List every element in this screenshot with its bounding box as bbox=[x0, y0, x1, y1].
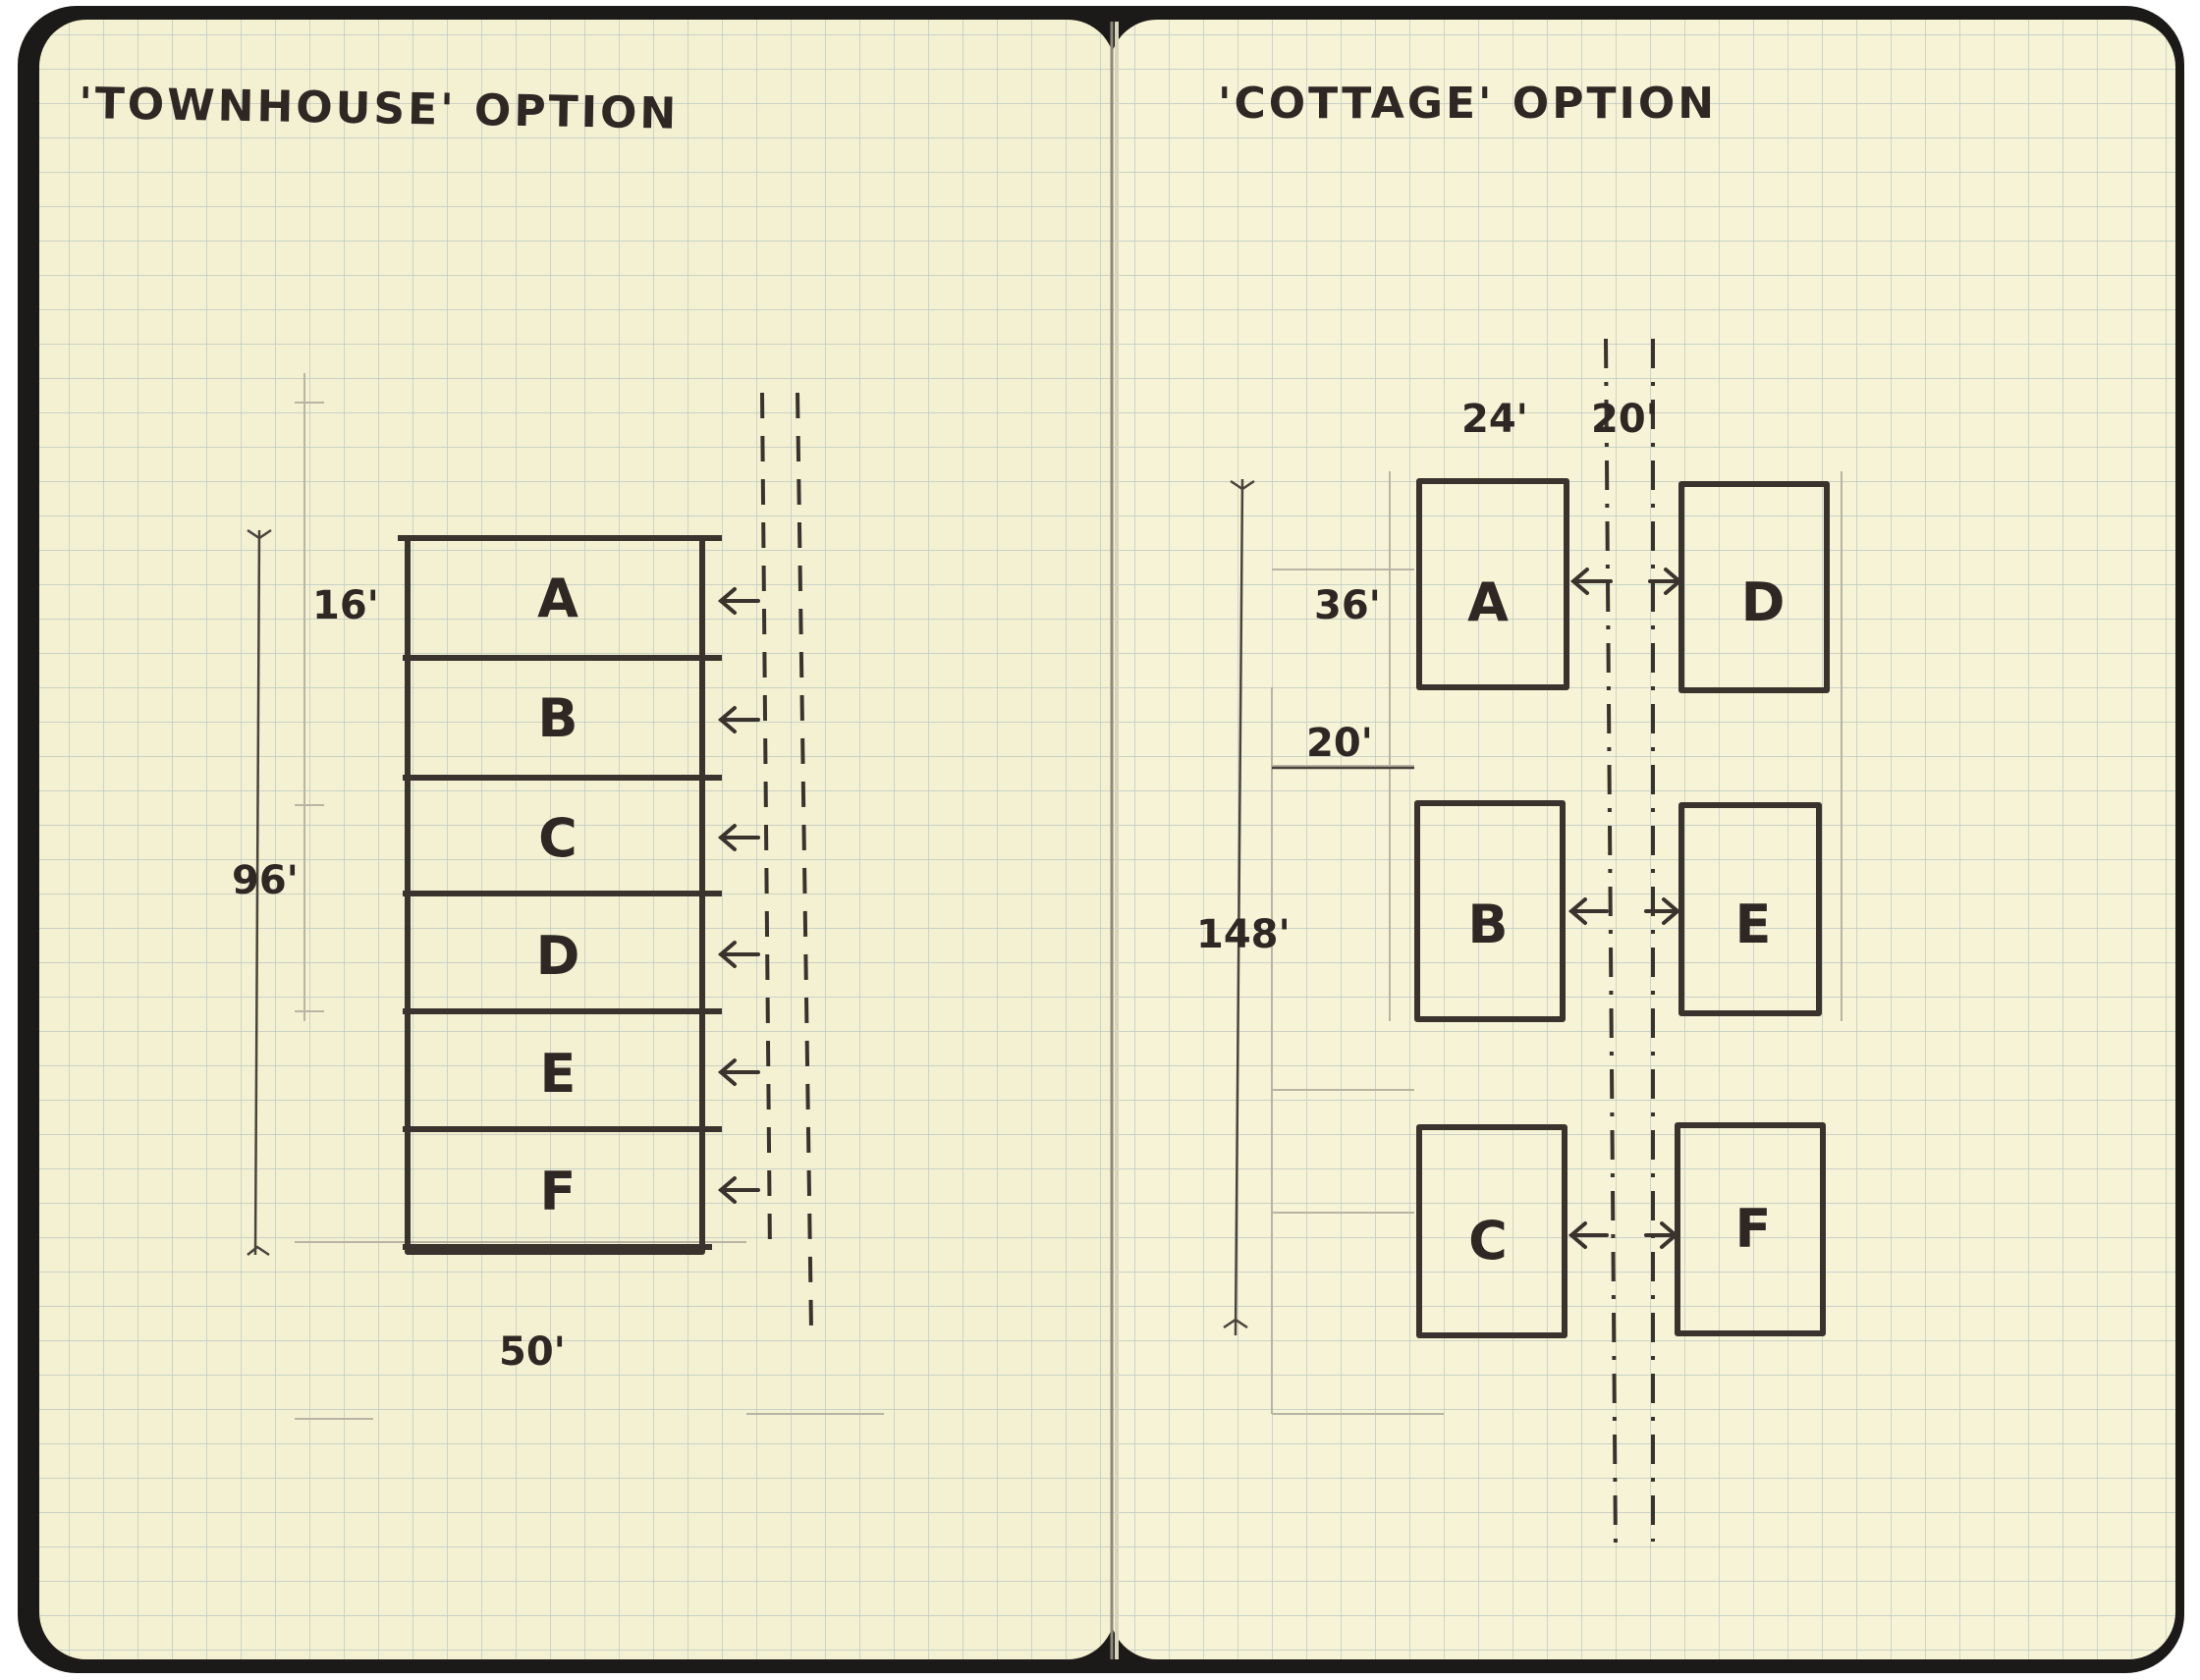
cottage-unit-label: E bbox=[1735, 894, 1772, 955]
townhouse-unit-label: E bbox=[540, 1043, 577, 1105]
cottage-unit-label: C bbox=[1468, 1210, 1508, 1272]
cottage-unit-label: F bbox=[1735, 1198, 1772, 1260]
townhouse-block bbox=[398, 535, 722, 1255]
cottage-unit-label: A bbox=[1467, 571, 1509, 633]
townhouse-path-lines bbox=[760, 392, 813, 1331]
pencil-marks-right bbox=[1271, 471, 1842, 1415]
unit-depth-label: 16' bbox=[312, 583, 379, 628]
cottage-dimension-line bbox=[1223, 478, 1414, 1336]
width-label: 50' bbox=[499, 1329, 566, 1375]
townhouse-dimension-line bbox=[247, 528, 272, 1257]
townhouse-unit-label: C bbox=[538, 807, 578, 869]
townhouse-title: 'TOWNHOUSE' OPTION bbox=[79, 79, 680, 139]
total-length-label: 148' bbox=[1196, 912, 1291, 957]
cottage-access-arrows bbox=[1568, 568, 1683, 1249]
spacing-label: 20' bbox=[1306, 721, 1373, 766]
unit-depth-label: 36' bbox=[1314, 583, 1381, 628]
townhouse-unit-labels: A B C D E F bbox=[536, 568, 580, 1222]
path-width-label: 20' bbox=[1591, 397, 1658, 442]
cottage-unit-label: D bbox=[1741, 571, 1786, 633]
pencil-marks-left bbox=[295, 373, 884, 1420]
cottage-unit-label: B bbox=[1467, 894, 1508, 955]
right-page bbox=[1110, 20, 2175, 1659]
townhouse-unit-label: A bbox=[537, 568, 578, 629]
cottage-title: 'COTTAGE' OPTION bbox=[1218, 79, 1717, 129]
left-page bbox=[39, 20, 1115, 1659]
townhouse-unit-label: D bbox=[536, 925, 580, 987]
unit-width-label: 24' bbox=[1461, 397, 1528, 442]
townhouse-access-arrows bbox=[717, 587, 760, 1204]
townhouse-unit-label: F bbox=[540, 1161, 577, 1222]
total-length-label: 96' bbox=[232, 858, 299, 903]
cottage-path-lines bbox=[1604, 338, 1655, 1552]
townhouse-unit-label: B bbox=[537, 687, 578, 749]
cottage-left-column bbox=[1414, 478, 1569, 1338]
cottage-right-column bbox=[1675, 481, 1830, 1336]
cottage-unit-labels: A B C D E F bbox=[1467, 571, 1785, 1272]
